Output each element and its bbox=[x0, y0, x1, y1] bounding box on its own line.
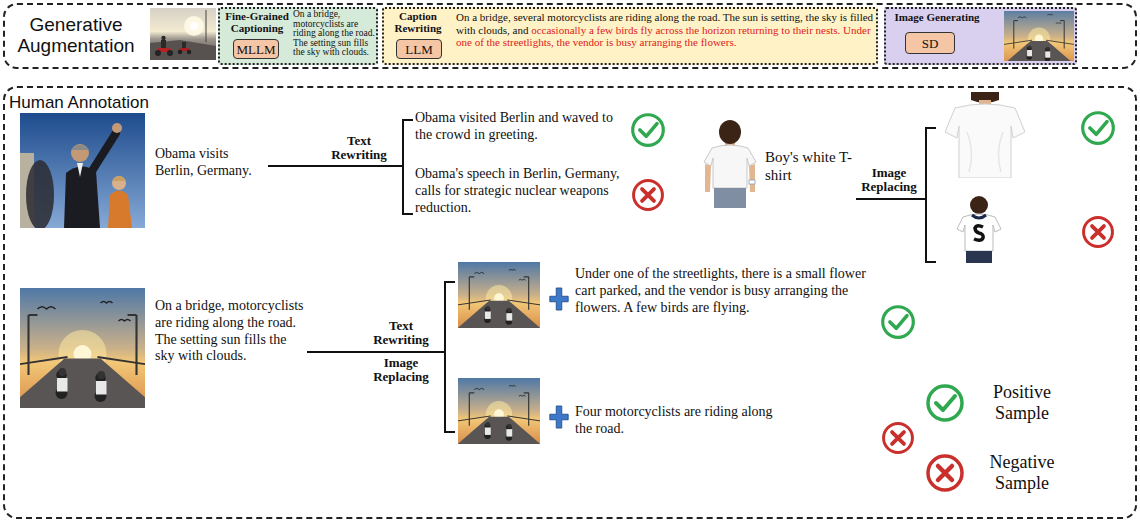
negative-mark bbox=[1084, 218, 1113, 247]
operation-label: Image Replacing bbox=[856, 166, 922, 195]
section-title: Human Annotation bbox=[9, 93, 229, 113]
obama-photo-part-part bbox=[71, 145, 89, 150]
caption-text: On a bridge, motorcyclists are riding al… bbox=[155, 298, 305, 365]
generated-image-part bbox=[1004, 11, 1074, 61]
s-tshirt-photo bbox=[957, 196, 1001, 263]
operation-label: Text Rewriting bbox=[362, 319, 440, 348]
legend-sample bbox=[928, 456, 962, 490]
plus-sign bbox=[550, 288, 568, 310]
operation-label: Text Rewriting bbox=[320, 134, 398, 163]
negative-mark bbox=[634, 181, 663, 210]
obama-photo-part-part bbox=[77, 163, 83, 177]
generated-image bbox=[1004, 11, 1074, 61]
generated-photo bbox=[458, 378, 541, 444]
plus-sign bbox=[550, 406, 568, 428]
s-tshirt-photo-part-part bbox=[974, 226, 983, 241]
boy-photo-part-part bbox=[705, 164, 755, 192]
caption-text: Under one of the streetlights, there is … bbox=[575, 266, 873, 316]
boy-photo-part bbox=[704, 120, 756, 208]
caption-text: Obama visited Berlin and waved to the cr… bbox=[415, 110, 620, 144]
obama-photo-part-part bbox=[108, 191, 132, 229]
legend-text: Negative Sample bbox=[972, 452, 1072, 493]
s-tshirt-photo-part-part bbox=[957, 214, 1001, 251]
bracket-line bbox=[307, 282, 455, 432]
legend-text: Positive Sample bbox=[972, 382, 1072, 423]
boy-photo bbox=[704, 120, 756, 208]
source-photo bbox=[150, 8, 216, 60]
white-tshirt-photo-part-part bbox=[967, 132, 1003, 172]
step-box: SD Image Generating bbox=[884, 7, 1077, 65]
caption-text: Four motorcyclists are riding along the … bbox=[575, 404, 785, 438]
obama-photo-part-part bbox=[112, 176, 126, 181]
negative-mark bbox=[884, 424, 913, 453]
caption-text: Boy's white T-shirt bbox=[765, 148, 853, 184]
model-box: LLM bbox=[396, 39, 442, 59]
boy-photo-part-part bbox=[719, 120, 741, 144]
caption-text: On a bridge, motorcyclists are riding al… bbox=[293, 10, 376, 58]
positive-mark bbox=[883, 307, 914, 338]
legend-sample bbox=[928, 386, 962, 420]
model-name: LLM bbox=[405, 43, 432, 56]
rewritten-caption: On a bridge, several motorcyclists are r… bbox=[456, 11, 874, 49]
bridge-photo bbox=[8, 288, 158, 408]
obama-photo-part-part bbox=[64, 166, 100, 228]
model-name: MLLM bbox=[237, 43, 276, 56]
obama-photo-part-part bbox=[112, 176, 126, 190]
boy-photo-part-part bbox=[749, 180, 755, 184]
white-tshirt-photo-part bbox=[945, 90, 1025, 178]
s-tshirt-photo-part-part bbox=[972, 215, 986, 218]
step-box: MLLM Fine-Grained CaptioningOn a bridge, … bbox=[218, 7, 378, 65]
model-box: MLLM bbox=[233, 39, 279, 59]
section-panel: MLLMFine-Grained CaptioningOn a bridge, … bbox=[3, 3, 1137, 69]
step-title: Image Generating bbox=[887, 11, 987, 23]
caption-text: Obama visits Berlin, Germany. bbox=[155, 146, 267, 180]
obama-photo bbox=[20, 113, 145, 230]
step-box: LLM Caption RewritingOn a bridge, several… bbox=[382, 7, 878, 65]
obama-photo-part-part bbox=[71, 144, 89, 162]
step-title: Caption Rewriting bbox=[385, 10, 451, 34]
white-tshirt-photo bbox=[945, 90, 1025, 178]
white-tshirt-photo-part-part bbox=[945, 104, 1025, 178]
model-box: SD bbox=[905, 32, 955, 54]
caption-text: Obama's speech in Berlin, Germany, calls… bbox=[415, 166, 620, 216]
bracket-line bbox=[268, 120, 413, 214]
generated-photo bbox=[458, 262, 541, 328]
s-tshirt-photo-part bbox=[957, 196, 1001, 263]
step-title: Fine-Grained Captioning bbox=[221, 10, 293, 34]
positive-mark bbox=[1083, 113, 1114, 144]
obama-photo-part-part bbox=[92, 133, 116, 171]
section-title: Generative Augmentation bbox=[6, 15, 146, 57]
bracket-line bbox=[856, 128, 936, 262]
operation-label: Image Replacing bbox=[362, 356, 440, 385]
boy-photo-part-part bbox=[704, 145, 756, 188]
obama-photo-part-part bbox=[26, 160, 54, 230]
positive-mark bbox=[633, 115, 664, 146]
obama-photo-part bbox=[20, 113, 145, 230]
boy-photo-part-part bbox=[714, 188, 746, 208]
obama-photo-part-part bbox=[112, 123, 122, 133]
s-tshirt-photo-part-part bbox=[970, 196, 988, 214]
s-tshirt-photo-part-part bbox=[966, 251, 992, 263]
model-name: SD bbox=[922, 37, 939, 50]
